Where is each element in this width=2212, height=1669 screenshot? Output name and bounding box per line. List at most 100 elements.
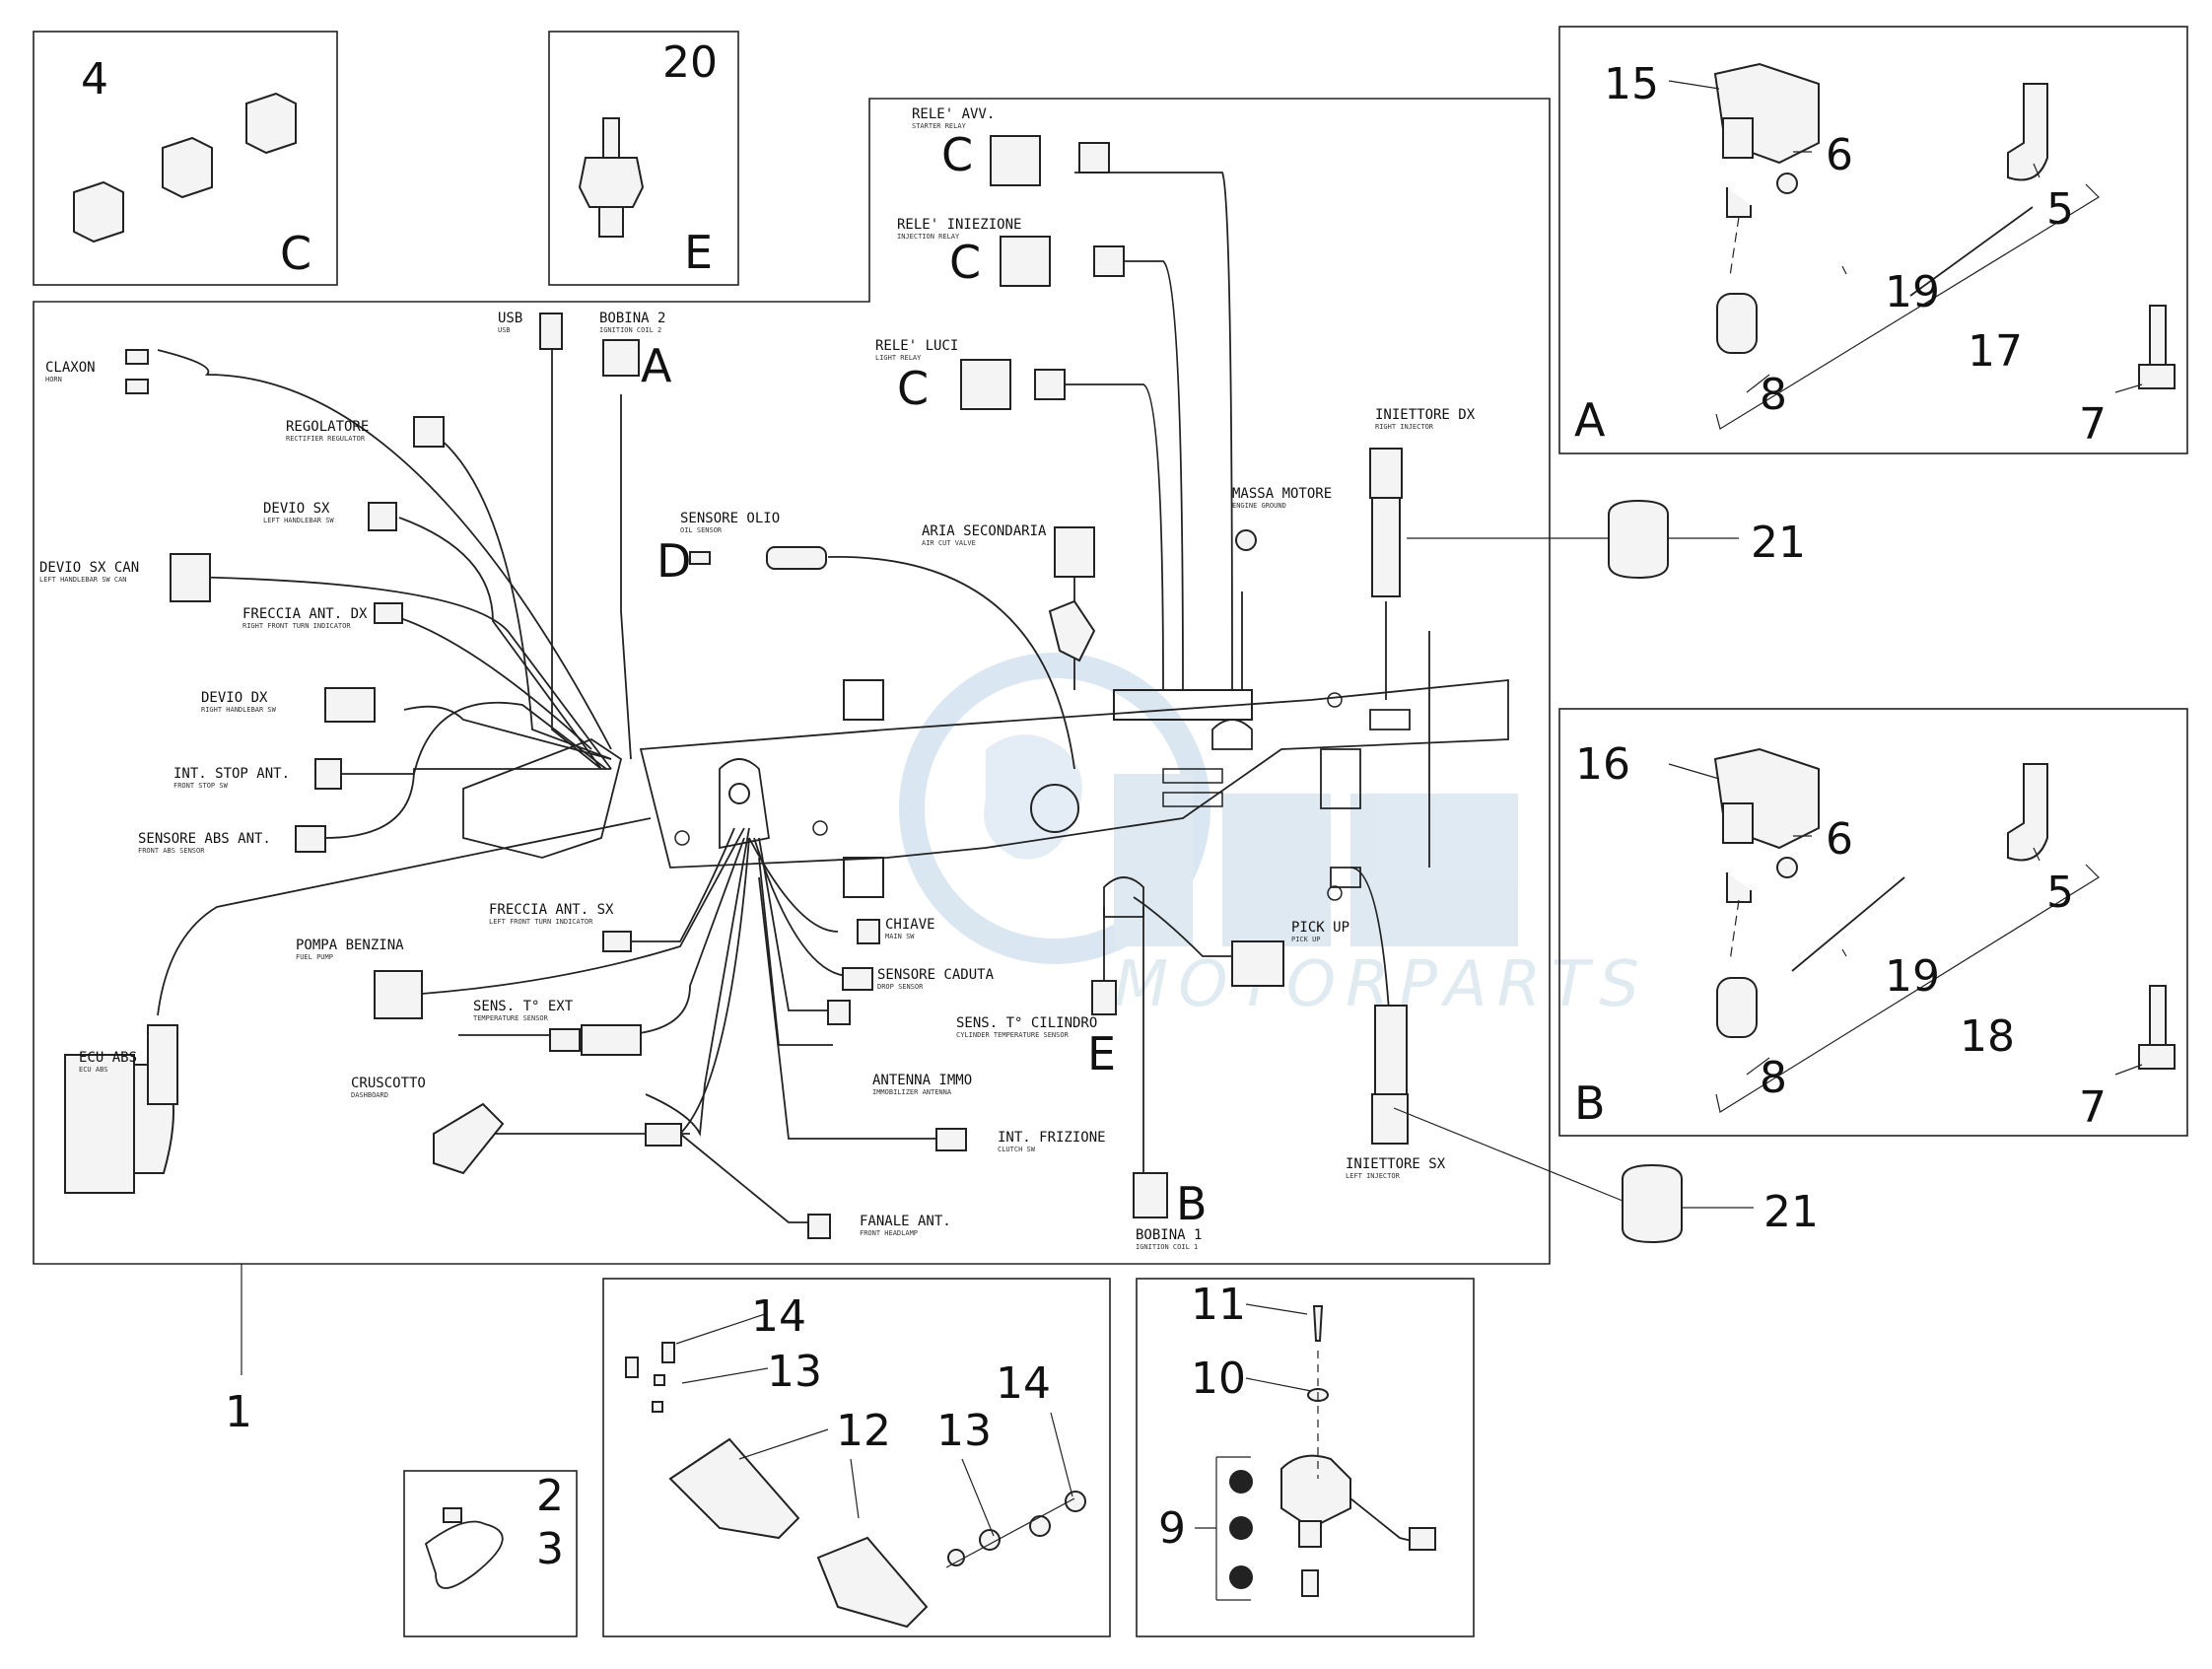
svg-text:RIGHT HANDLEBAR SW: RIGHT HANDLEBAR SW: [201, 706, 277, 714]
svg-text:AIR CUT VALVE: AIR CUT VALVE: [922, 539, 976, 547]
letter-c-iniezione: C: [949, 236, 981, 289]
frame-b-coil: [1558, 708, 2188, 1137]
label-rele-iniezione: RELE' INIEZIONE: [897, 217, 1021, 233]
svg-text:FRONT ABS SENSOR: FRONT ABS SENSOR: [138, 847, 205, 855]
label-rele-avv: RELE' AVV.: [912, 106, 995, 122]
letter-b-bobina1: B: [1176, 1177, 1208, 1230]
connector-parts: [64, 135, 1409, 1239]
label-sensore-olio: SENSORE OLIO: [680, 511, 780, 526]
label-cruscotto: CRUSCOTTO: [351, 1076, 426, 1091]
label-sensore-abs-ant: SENSORE ABS ANT.: [138, 831, 271, 847]
ref-13-top: 13: [767, 1347, 822, 1397]
svg-text:RECTIFIER REGULATOR: RECTIFIER REGULATOR: [286, 435, 366, 443]
label-devio-sx: DEVIO SX: [263, 501, 330, 517]
ref-21-bottom: 21: [1763, 1187, 1819, 1237]
letter-e-box: E: [684, 226, 713, 279]
svg-text:CYLINDER TEMPERATURE SENSOR: CYLINDER TEMPERATURE SENSOR: [956, 1031, 1070, 1039]
svg-text:PICK UP: PICK UP: [1291, 936, 1321, 943]
label-freccia-ant-dx: FRECCIA ANT. DX: [242, 606, 368, 622]
ref-4: 4: [81, 54, 108, 104]
cap-21-parts: [1393, 499, 1754, 1244]
label-pick-up: PICK UP: [1291, 920, 1349, 936]
svg-text:MAIN SW: MAIN SW: [885, 933, 915, 940]
svg-text:USB: USB: [498, 326, 511, 334]
frame-main-harness: [33, 98, 1551, 1265]
svg-text:FRONT HEADLAMP: FRONT HEADLAMP: [860, 1229, 918, 1237]
letter-b-box: B: [1574, 1077, 1606, 1130]
ref-9: 9: [1158, 1503, 1186, 1554]
label-regolatore: REGOLATORE: [286, 419, 369, 435]
svg-text:CLUTCH SW: CLUTCH SW: [998, 1146, 1036, 1153]
ref-8-a: 8: [1760, 370, 1787, 420]
frame-e-sensor: [548, 31, 739, 286]
label-bobina2: BOBINA 2: [599, 311, 665, 326]
label-aria-secondaria: ARIA SECONDARIA: [922, 523, 1047, 539]
label-devio-sx-can: DEVIO SX CAN: [39, 560, 139, 576]
ref-5-a: 5: [2046, 184, 2074, 235]
letter-c-box: C: [280, 227, 311, 280]
label-iniettore-dx: INIETTORE DX: [1375, 407, 1476, 423]
letter-e-cilindro: E: [1087, 1027, 1116, 1080]
temp-sensor-part: [578, 117, 645, 238]
ref-6-b: 6: [1826, 814, 1853, 865]
frame-a-coil: [1558, 26, 2188, 454]
svg-text:LEFT HANDLEBAR SW CAN: LEFT HANDLEBAR SW CAN: [39, 576, 127, 584]
svg-text:IGNITION COIL 1: IGNITION COIL 1: [1136, 1243, 1198, 1251]
label-sens-t-cilindro: SENS. T° CILINDRO: [956, 1015, 1097, 1031]
connector-labels: CLAXON HORN USB USB BOBINA 2 IGNITION CO…: [39, 106, 1476, 1251]
relay-parts: [73, 92, 297, 243]
label-rele-luci: RELE' LUCI: [875, 338, 958, 354]
coil-b-leaders: [1668, 763, 2143, 1113]
ref-15: 15: [1604, 59, 1659, 109]
clamp-part: [424, 1507, 504, 1589]
label-devio-dx: DEVIO DX: [201, 690, 268, 706]
ref-17: 17: [1968, 326, 2023, 377]
mount-parts: [1229, 1305, 1436, 1597]
ref-7-a: 7: [2079, 399, 2107, 450]
label-chiave: CHIAVE: [885, 917, 935, 933]
ref-19-b: 19: [1885, 951, 1940, 1002]
label-freccia-ant-sx: FRECCIA ANT. SX: [489, 902, 614, 918]
svg-text:HORN: HORN: [45, 376, 62, 383]
ref-16: 16: [1575, 739, 1630, 790]
svg-text:DASHBOARD: DASHBOARD: [351, 1091, 388, 1099]
harness-wires: [157, 172, 1430, 1223]
svg-text:ENGINE GROUND: ENGINE GROUND: [1232, 502, 1286, 510]
letter-a-box: A: [1574, 393, 1606, 447]
ref-18: 18: [1960, 1011, 2015, 1062]
clip-leaders: [675, 1313, 1075, 1568]
svg-text:IMMOBILIZER ANTENNA: IMMOBILIZER ANTENNA: [872, 1088, 952, 1096]
label-fanale-ant: FANALE ANT.: [860, 1214, 951, 1229]
ref-1: 1: [225, 1387, 252, 1437]
ref-12: 12: [836, 1406, 891, 1456]
coil-a-parts: [1713, 62, 2176, 389]
svg-text:OIL SENSOR: OIL SENSOR: [680, 526, 723, 534]
ref-20: 20: [662, 37, 718, 88]
frame-mount: [1136, 1278, 1475, 1637]
ref-10: 10: [1191, 1354, 1246, 1404]
svg-text:INJECTION RELAY: INJECTION RELAY: [897, 233, 960, 241]
ref-11: 11: [1191, 1280, 1246, 1330]
clip-parts: [625, 1342, 1086, 1629]
letter-c-luci: C: [897, 362, 929, 415]
letter-d-oil: D: [657, 534, 691, 588]
ref-14-top: 14: [751, 1291, 806, 1342]
frame-c-relays: [33, 31, 338, 286]
label-ecu-abs: ECU ABS: [79, 1050, 137, 1066]
ref-2: 2: [536, 1471, 564, 1521]
ref-7-b: 7: [2079, 1082, 2107, 1133]
ref-19-a: 19: [1885, 267, 1940, 317]
mount-leaders: [1195, 1303, 1319, 1601]
ref-8-b: 8: [1760, 1053, 1787, 1103]
svg-text:DROP SENSOR: DROP SENSOR: [877, 983, 924, 991]
label-int-frizione: INT. FRIZIONE: [998, 1130, 1106, 1146]
frame-clips: [602, 1278, 1111, 1637]
coil-a-leaders: [1668, 80, 2143, 430]
frame-clamp: [403, 1470, 578, 1637]
svg-text:LEFT HANDLEBAR SW: LEFT HANDLEBAR SW: [263, 517, 334, 524]
label-pompa-benzina: POMPA BENZINA: [296, 938, 404, 953]
svg-text:FUEL PUMP: FUEL PUMP: [296, 953, 333, 961]
ref-5-b: 5: [2046, 868, 2074, 918]
coil-b-parts: [1713, 747, 2176, 1070]
